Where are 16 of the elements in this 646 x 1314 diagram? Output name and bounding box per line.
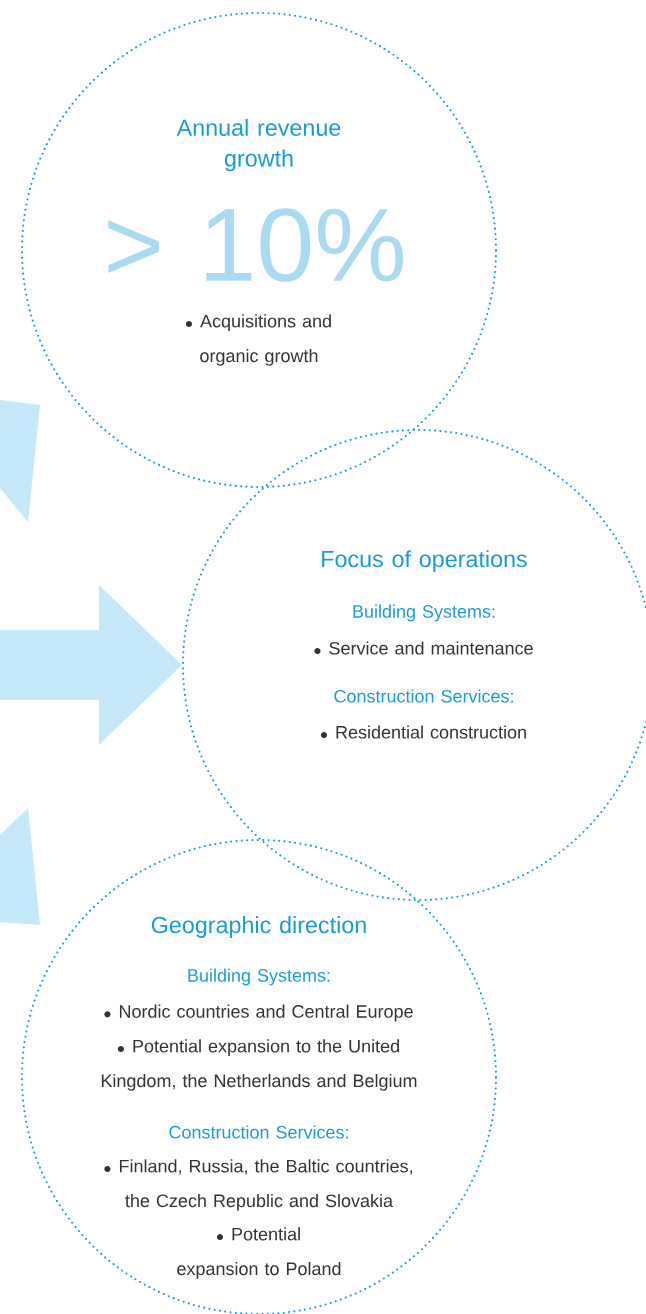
big-percentage: > 10% — [108, 208, 403, 282]
subheading: Building Systems: — [188, 968, 330, 986]
bullet-item: Nordic countries and Central Europe — [104, 1004, 413, 1022]
subheading: Building Systems: — [353, 604, 495, 622]
bullet-item: Potential expansion to Poland — [177, 1227, 341, 1279]
bullet-item: Potential expansion to the United Kingdom, the Netherlands and Belgium — [101, 1039, 417, 1091]
subheading: Construction Services: — [169, 1125, 348, 1139]
bullet-item: Service and maintenance — [314, 641, 533, 655]
arrow — [0, 585, 182, 745]
circle-heading: Focus of operations — [322, 550, 527, 572]
bullet-item: Finland, Russia, the Baltic countries, the Czech Republic and Slovakia — [104, 1159, 412, 1211]
bullet-item: Acquisitions and organic growth — [185, 314, 331, 366]
circle-heading: Geographic direction — [151, 916, 366, 938]
subheading: Construction Services: — [334, 689, 513, 703]
circle-heading: Annual revenue growth — [176, 118, 341, 172]
bullet-item: Residential construction — [320, 725, 526, 739]
